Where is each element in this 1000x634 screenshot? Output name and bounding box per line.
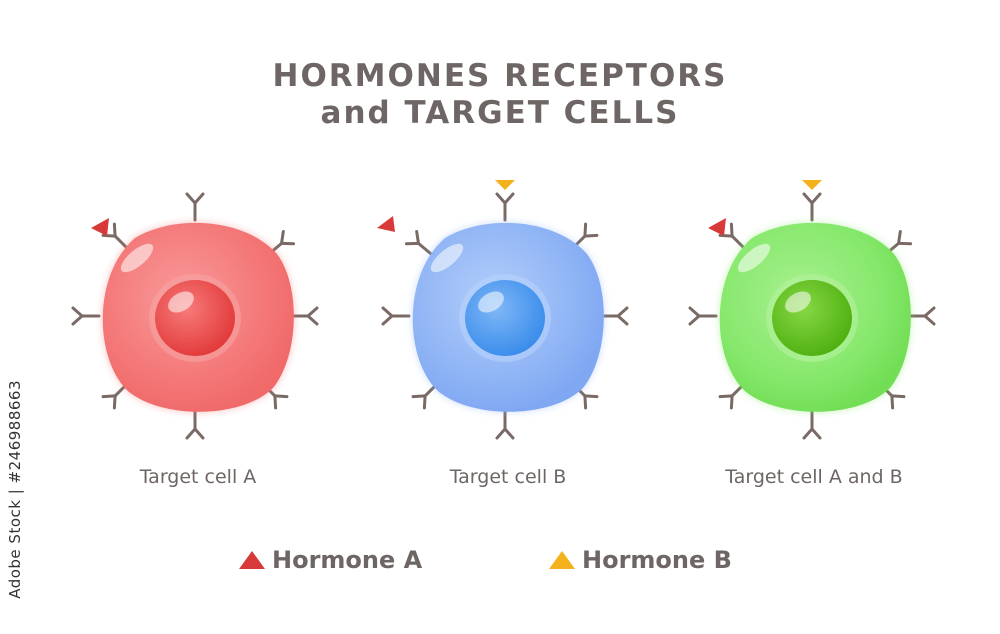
legend-hormone-b: Hormone B bbox=[548, 545, 732, 575]
nucleus bbox=[155, 280, 235, 356]
target-cell-a bbox=[71, 192, 319, 440]
legend-label: Hormone B bbox=[582, 546, 732, 574]
nucleus bbox=[465, 280, 545, 356]
cell-label-b: Target cell B bbox=[449, 466, 567, 488]
title-line-1: HORMONES RECEPTORS bbox=[272, 58, 728, 94]
target-cell-a-and-b bbox=[688, 180, 936, 440]
yellow-triangle-icon bbox=[549, 551, 575, 569]
title-line-2: and TARGET CELLS bbox=[320, 95, 680, 131]
target-cell-b bbox=[377, 180, 629, 440]
legend-hormone-a: Hormone A bbox=[238, 545, 422, 575]
hormone-b-icon bbox=[495, 180, 515, 190]
cell-label-a: Target cell A bbox=[139, 466, 257, 488]
hormone-a-icon bbox=[708, 218, 726, 236]
stock-watermark: Adobe Stock | #246988663 bbox=[6, 380, 24, 599]
hormone-a-icon bbox=[91, 218, 109, 236]
cell-label-a-and-b: Target cell A and B bbox=[725, 466, 903, 488]
red-triangle-icon bbox=[239, 551, 265, 569]
hormone-b-icon bbox=[802, 180, 822, 190]
hormone-a-icon bbox=[377, 216, 395, 232]
nucleus bbox=[772, 280, 852, 356]
legend-label: Hormone A bbox=[272, 546, 423, 574]
